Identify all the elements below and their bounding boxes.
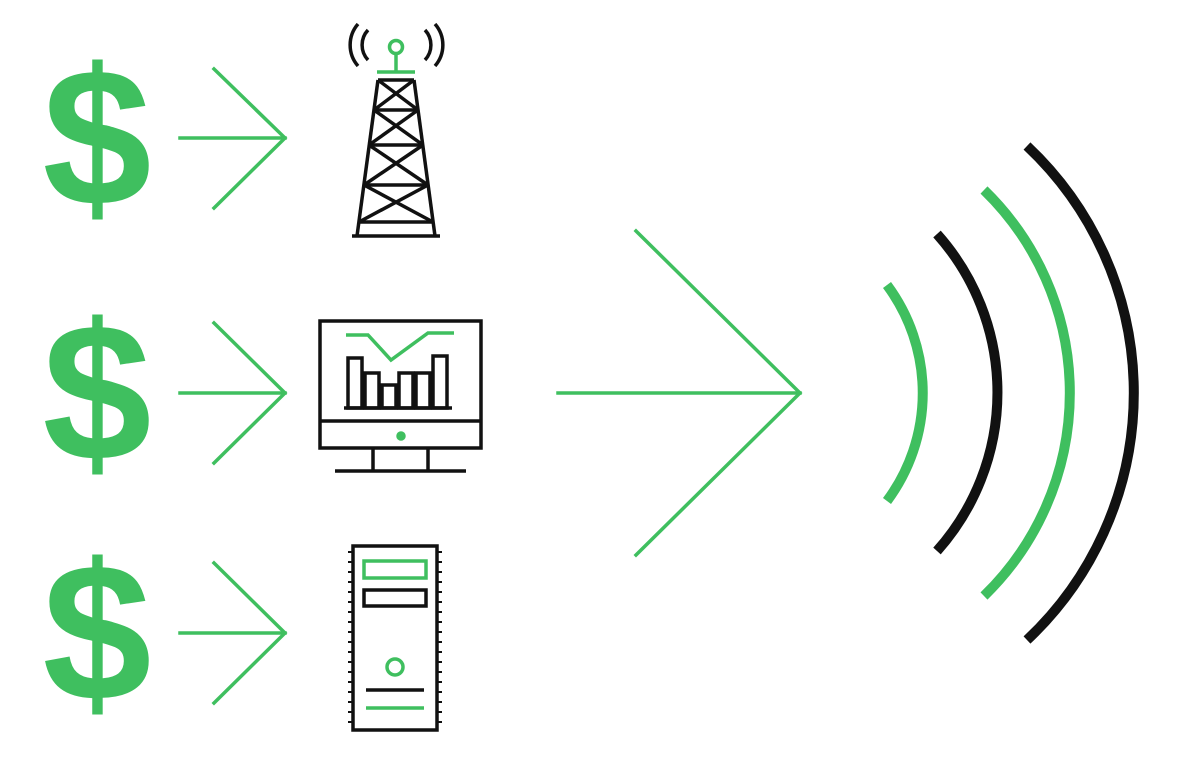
signal-wave-3 — [980, 186, 1075, 600]
signal-waves-icon — [882, 142, 1139, 644]
monitor-chart-icon — [318, 319, 483, 473]
large-arrow-icon — [556, 228, 803, 558]
dollar-sign-1: $ — [42, 28, 151, 247]
dollar-sign-3: $ — [42, 523, 151, 742]
server-tower-icon — [348, 544, 442, 732]
signal-wave-1 — [882, 282, 928, 504]
dollar-sign-2: $ — [42, 283, 151, 502]
cell-tower-icon — [348, 22, 445, 238]
signal-wave-2 — [933, 230, 1003, 555]
row-2: $ — [42, 283, 483, 502]
row-3: $ — [42, 523, 442, 742]
small-arrow-icon — [178, 320, 288, 466]
row-1: $ — [42, 22, 445, 247]
small-arrow-icon — [178, 560, 288, 706]
small-arrow-icon — [178, 66, 288, 211]
signal-wave-4 — [1023, 142, 1139, 644]
